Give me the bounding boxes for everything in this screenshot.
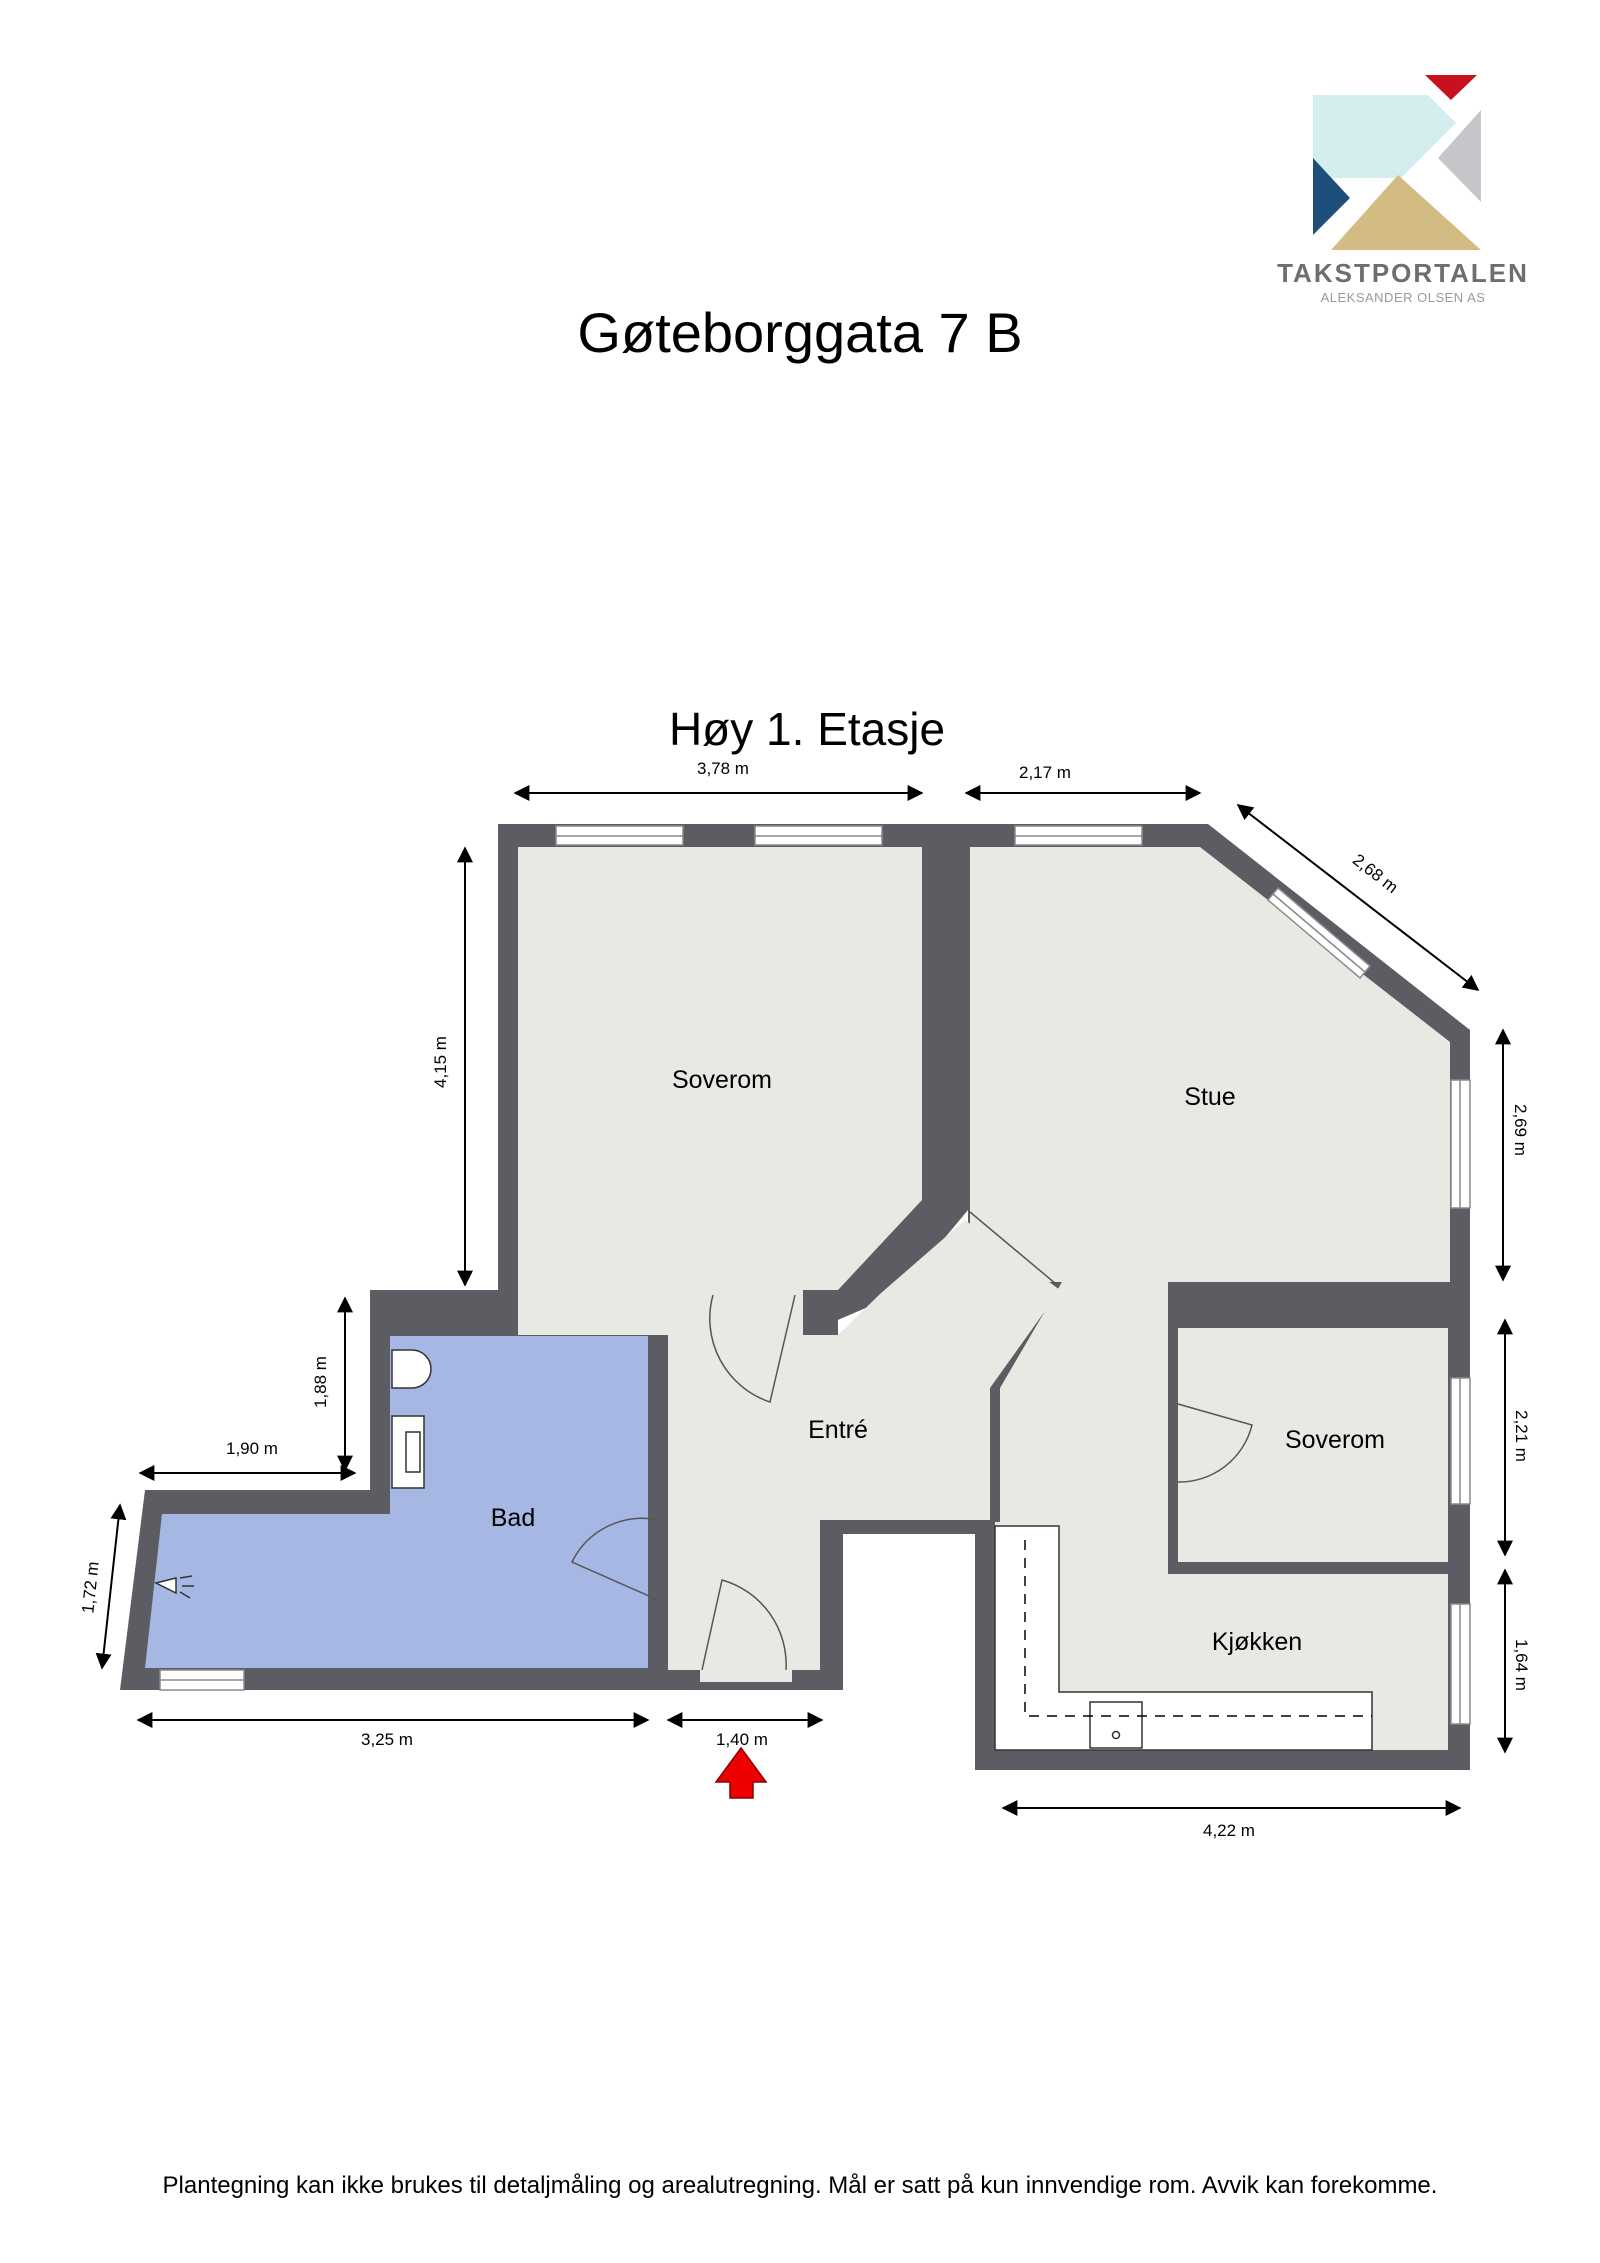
kitchen-sink-icon	[1089, 1701, 1143, 1749]
notch-wall-left	[820, 1520, 843, 1690]
dim-bad-left-height: 1,72 m	[78, 1561, 102, 1615]
dim-stue-height: 2,69 m	[1511, 1104, 1530, 1156]
logo-light-blue-shape	[1313, 95, 1456, 178]
room-entre-floor	[668, 1220, 1060, 1670]
dim-stue-diagonal: 2,68 m	[1349, 850, 1402, 897]
dim-bad-width: 3,25 m	[361, 1730, 413, 1749]
logo-name: TAKSTPORTALEN	[1277, 258, 1529, 288]
room-hall-floor	[1000, 1282, 1168, 1522]
stairwell-notch	[843, 1530, 966, 1690]
dim-bad-step-width: 1,90 m	[226, 1439, 278, 1458]
room-label-kjokken: Kjøkken	[1212, 1628, 1302, 1656]
dim-soverom-height: 4,15 m	[431, 1036, 450, 1088]
room-label-soverom-1: Soverom	[672, 1066, 772, 1094]
room-label-soverom-2: Soverom	[1285, 1426, 1385, 1454]
sink-icon	[391, 1415, 425, 1489]
shower-icon	[153, 1575, 194, 1599]
dim-soverom2-height: 2,21 m	[1512, 1410, 1531, 1462]
logo-red-triangle	[1425, 75, 1477, 100]
floor-title: Høy 1. Etasje	[669, 703, 945, 755]
dim-bad-upper-height: 1,88 m	[311, 1356, 330, 1408]
dim-kjokken-height: 1,64 m	[1512, 1639, 1531, 1691]
dim-stue-top-width: 2,17 m	[1019, 763, 1071, 782]
room-label-entre: Entré	[808, 1416, 868, 1444]
logo-subtitle: ALEKSANDER OLSEN AS	[1320, 290, 1486, 305]
room-label-stue: Stue	[1184, 1083, 1235, 1111]
dim-kjokken-width: 4,22 m	[1203, 1821, 1255, 1840]
kitchen-counter	[994, 1525, 1373, 1751]
page-title: Gøteborggata 7 B	[577, 301, 1023, 364]
dim-soverom-width: 3,78 m	[697, 759, 749, 778]
room-label-bad: Bad	[491, 1504, 535, 1532]
dim-entrance-width: 1,40 m	[716, 1730, 768, 1749]
room-soverom-1-floor	[518, 847, 922, 1335]
dimension-lines	[95, 785, 1513, 1816]
fixtures	[391, 1349, 1373, 1751]
takstportalen-logo-icon	[1313, 75, 1481, 250]
notch-wall-top	[820, 1520, 990, 1534]
logo-navy-triangle	[1313, 158, 1350, 235]
doors	[570, 1211, 1253, 1671]
room-bad-floor	[145, 1336, 648, 1668]
entrance-arrow-icon	[714, 1746, 768, 1799]
toilet-icon	[391, 1349, 432, 1389]
counter-dashed-lines	[1024, 1540, 1372, 1717]
logo-gold-triangle	[1331, 175, 1481, 250]
logo-gray-triangle	[1438, 110, 1481, 202]
floors	[145, 847, 1450, 1750]
disclaimer-footer: Plantegning kan ikke brukes til detaljmå…	[162, 2172, 1438, 2199]
room-soverom-2-floor	[1178, 1328, 1448, 1562]
